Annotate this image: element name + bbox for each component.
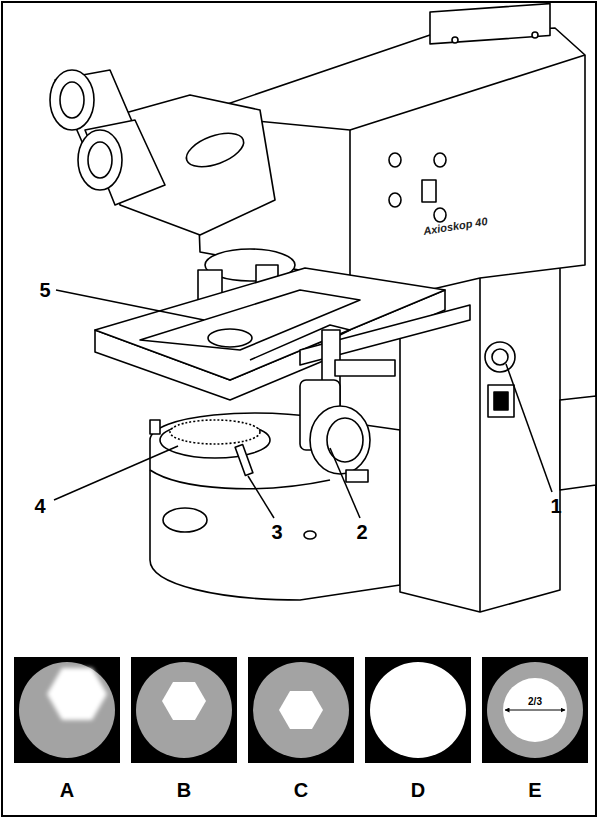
panel-letter: E [528, 780, 541, 800]
panel-letter: A [60, 780, 74, 800]
callout-number: 4 [34, 496, 45, 516]
panel-letter: B [177, 780, 191, 800]
panel-letter: C [294, 780, 308, 800]
callout-number: 2 [356, 522, 367, 542]
callout-number: 3 [271, 522, 282, 542]
ratio-label: 2/3 [526, 697, 544, 707]
callout-number: 1 [550, 496, 561, 516]
panel-letter: D [411, 780, 425, 800]
callout-number: 5 [39, 280, 50, 300]
